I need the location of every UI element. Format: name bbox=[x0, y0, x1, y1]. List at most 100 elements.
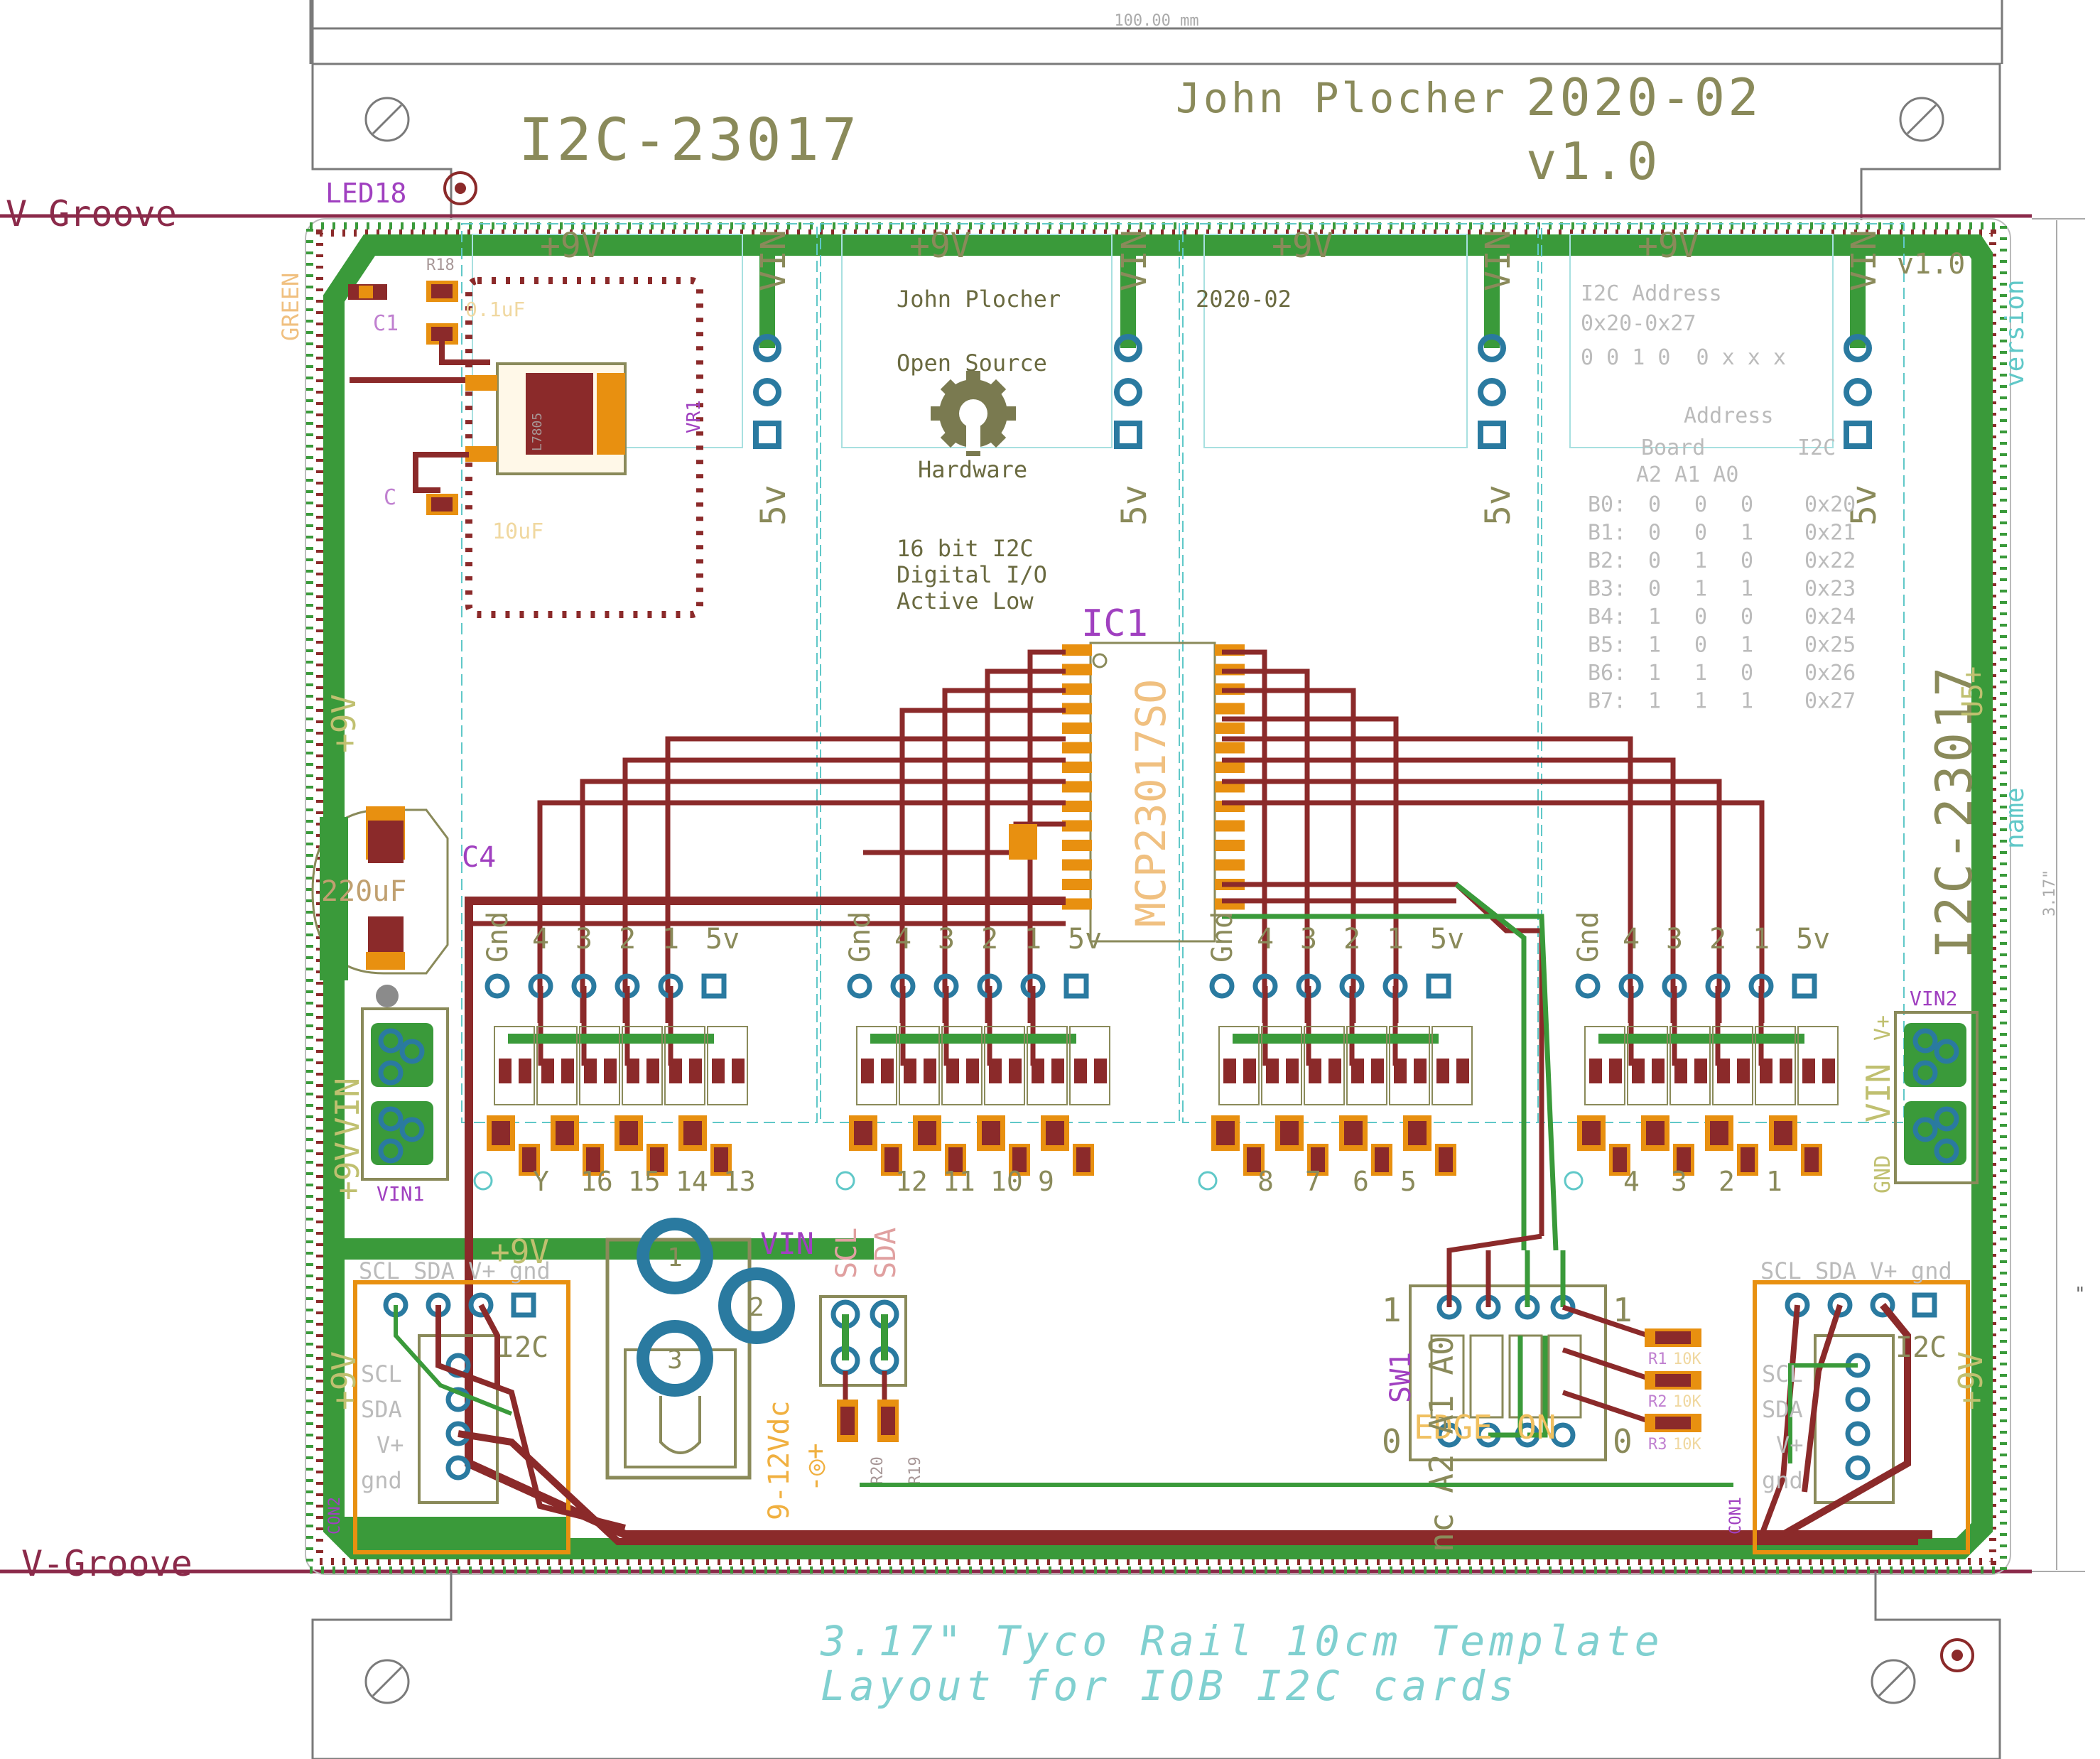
ground-ring bbox=[323, 234, 1993, 1559]
footer-line-1: 3.17" Tyco Rail 10cm Template bbox=[820, 1617, 1664, 1665]
led-body bbox=[683, 1121, 702, 1145]
resistor-outline bbox=[1669, 1026, 1711, 1105]
addr-cell-b: B0: bbox=[1588, 492, 1626, 517]
resistor-pad bbox=[1328, 1059, 1341, 1083]
header-pin bbox=[1426, 973, 1451, 999]
led-body bbox=[714, 1147, 728, 1172]
resistor-outline bbox=[1584, 1026, 1625, 1105]
header-pin bbox=[1792, 973, 1817, 999]
resistor-pad bbox=[712, 1059, 725, 1083]
supply-label: 9-12Vdc bbox=[763, 1400, 796, 1520]
addr-cell-a1: 1 bbox=[1694, 548, 1707, 573]
led-body bbox=[884, 1147, 899, 1172]
led-body bbox=[948, 1147, 963, 1172]
header-pin-label: 2 bbox=[1709, 923, 1726, 956]
addr-cell-a1: 0 bbox=[1694, 605, 1707, 629]
addr-cell-b: B3: bbox=[1588, 577, 1626, 602]
board-dotted-green bbox=[306, 222, 2007, 1574]
led-number-label: 4 bbox=[1623, 1166, 1640, 1197]
resistor-pad bbox=[689, 1059, 702, 1083]
u5-label: U5+ bbox=[1956, 666, 1989, 718]
note-hardware: Hardware bbox=[918, 456, 1027, 483]
resistor-pad bbox=[1694, 1059, 1707, 1083]
resistor-outline bbox=[579, 1026, 620, 1105]
resistor-pad bbox=[1032, 1059, 1044, 1083]
r1-label: R1 bbox=[1648, 1351, 1667, 1368]
top-connectors bbox=[753, 245, 1872, 449]
resistor-pad bbox=[1074, 1059, 1087, 1083]
addr-cell-i2c: 0x23 bbox=[1804, 577, 1856, 602]
led18-label: LED18 bbox=[325, 178, 406, 209]
led-number-label: 9 bbox=[1038, 1166, 1054, 1197]
ic1-pin bbox=[1062, 722, 1092, 734]
vin-label-3: VIN bbox=[1478, 229, 1518, 291]
resistor-pad bbox=[646, 1059, 659, 1083]
header-pin-label: 3 bbox=[1666, 923, 1683, 956]
5v-label-4: 5v bbox=[1844, 485, 1884, 526]
resistor-pad bbox=[861, 1059, 874, 1083]
resistor-outline bbox=[899, 1026, 940, 1105]
con1-pin-names: SCL SDA V+ gnd bbox=[1760, 1257, 1952, 1284]
resistor-pad bbox=[1394, 1059, 1407, 1083]
addr-header-cols: A2 A1 A0 bbox=[1636, 462, 1739, 487]
resistor-pad bbox=[1351, 1059, 1364, 1083]
addr-cell-a1: 0 bbox=[1694, 633, 1707, 658]
vin-label-4: VIN bbox=[1844, 229, 1884, 291]
ic1-pin bbox=[1062, 781, 1092, 793]
con2-labels: SCL SDA V+ gnd SCL SDA V+ gnd bbox=[359, 1257, 551, 1494]
resistor-pad bbox=[1223, 1059, 1236, 1083]
led-body bbox=[1710, 1121, 1728, 1145]
resistor-pad bbox=[1309, 1059, 1321, 1083]
board-title: I2C-23017 bbox=[519, 107, 860, 174]
resistor-outline bbox=[1261, 1026, 1302, 1105]
header-pin bbox=[485, 973, 510, 999]
resistor-pad bbox=[881, 1059, 894, 1083]
i2c-address-block: I2C Address 0x20-0x27 0 0 1 0 0 x x x Ad… bbox=[1581, 281, 1836, 487]
header-pin-label: Gnd bbox=[1206, 911, 1239, 963]
resistor-outline bbox=[707, 1026, 748, 1105]
regulator-section: L7805 bbox=[348, 277, 703, 618]
ic1-pin bbox=[1215, 742, 1245, 754]
led-body bbox=[1216, 1121, 1235, 1145]
addr-cell-a0: 1 bbox=[1741, 577, 1753, 602]
resistor-pad bbox=[561, 1059, 574, 1083]
bottom-panel bbox=[311, 1571, 2001, 1759]
ic1-chip: MCP23017SO bbox=[1062, 642, 1245, 943]
header-pin bbox=[1209, 973, 1235, 999]
addr-cell-a2: 0 bbox=[1648, 521, 1661, 546]
addr-cell-a2: 1 bbox=[1648, 605, 1661, 629]
addr-cell-i2c: 0x21 bbox=[1804, 521, 1856, 546]
resistor-pad bbox=[1009, 1059, 1022, 1083]
resistor-pad bbox=[627, 1059, 639, 1083]
resistor-outline bbox=[941, 1026, 983, 1105]
resistor-outline bbox=[1755, 1026, 1796, 1105]
ic1-pin bbox=[1215, 840, 1245, 851]
resistor-outline bbox=[1627, 1026, 1668, 1105]
ic1-pin bbox=[1062, 644, 1092, 656]
mount-hole-top-left bbox=[364, 97, 410, 142]
addr-cell-a0: 0 bbox=[1741, 661, 1753, 686]
vertical-board-name: I2C-23017 bbox=[1925, 664, 1983, 959]
top-connector-3 bbox=[1478, 245, 1506, 449]
jack-pin-2: 2 bbox=[749, 1293, 764, 1322]
led-body bbox=[1774, 1121, 1792, 1145]
ic1-pins-left bbox=[1062, 644, 1092, 910]
header-pin-label: 2 bbox=[981, 923, 998, 956]
v-groove-top-label: V-Groove bbox=[6, 193, 177, 234]
addr-bits: 0 0 1 0 0 x x x bbox=[1581, 345, 1786, 370]
resistor-outline bbox=[622, 1026, 663, 1105]
resistor-pad bbox=[584, 1059, 597, 1083]
led-number-label: 10 bbox=[990, 1166, 1023, 1197]
header-pin bbox=[701, 973, 727, 999]
ic1-pin bbox=[1215, 703, 1245, 715]
jack-pin-3: 3 bbox=[667, 1346, 683, 1375]
addr-cell-a0: 0 bbox=[1741, 605, 1753, 629]
led-body bbox=[556, 1121, 574, 1145]
resistor-outline bbox=[536, 1026, 578, 1105]
resistor-pad bbox=[946, 1059, 959, 1083]
led-number-label: 3 bbox=[1671, 1166, 1687, 1197]
addr-cell-a0: 1 bbox=[1741, 689, 1753, 714]
led-body bbox=[586, 1147, 600, 1172]
